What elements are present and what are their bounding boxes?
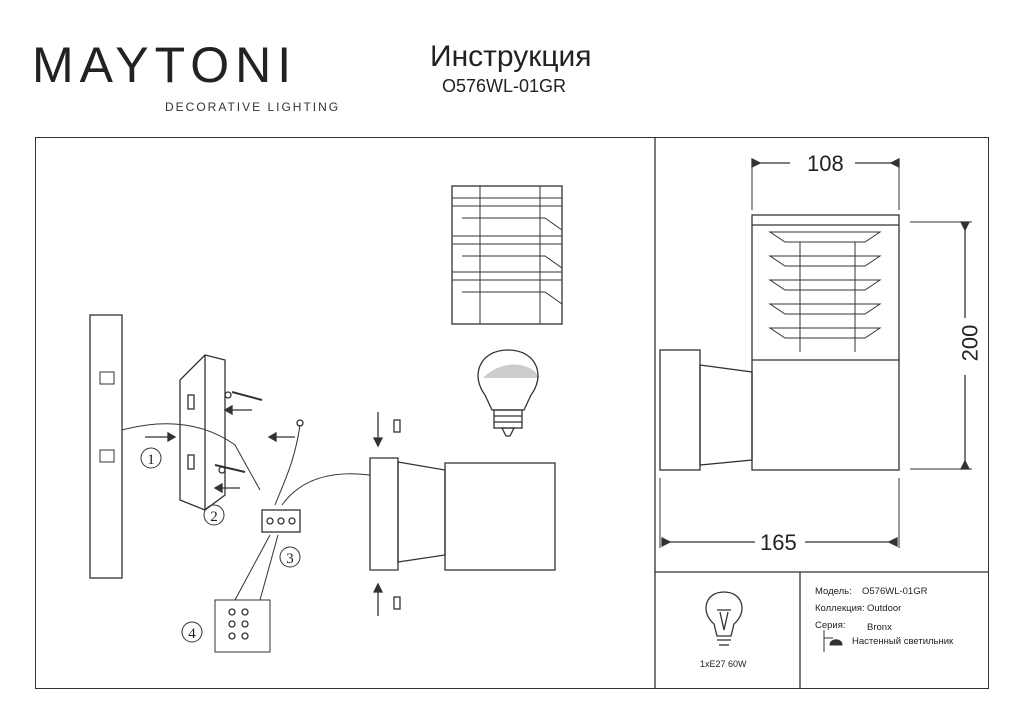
step-4-label: 4 [188,626,196,642]
step-4-circle [181,621,203,643]
wall-shape [89,314,123,579]
louver-cover-shape [451,185,563,325]
model-value: O576WL-01GR [862,586,928,597]
page-title: Инструкция [430,40,592,73]
bulb-icon [705,591,743,646]
collection-label: Коллекция: [815,603,865,614]
wall-lamp-icon [823,630,843,652]
brand-logo: MAYTONI [32,37,298,93]
step-1-label: 1 [147,452,155,468]
brand-tagline: DECORATIVE LIGHTING [165,100,341,114]
collection-value: Outdoor [867,603,902,614]
type-value: Настенный светильник [852,636,954,647]
model-code: O576WL-01GR [442,76,567,96]
step-2-circle [203,504,225,526]
step-3-circle [279,546,301,568]
step-3-label: 3 [286,551,294,567]
series-value: Bronx [867,622,892,633]
fixture-dim-body [751,214,900,471]
lamp-caption: 1xE27 60W [700,659,747,669]
series-label: Серия: [815,620,846,631]
dim-height: 200 [957,324,983,362]
wall-plate-dim [659,349,701,471]
step-1-circle [140,447,162,469]
bulb-shape [477,349,539,411]
dim-width: 108 [807,151,844,176]
fixture-base-shape [369,457,399,571]
step-2-label: 2 [210,509,218,525]
instruction-frame [35,137,989,689]
dim-depth: 165 [760,530,797,555]
model-label: Модель: [815,586,852,597]
